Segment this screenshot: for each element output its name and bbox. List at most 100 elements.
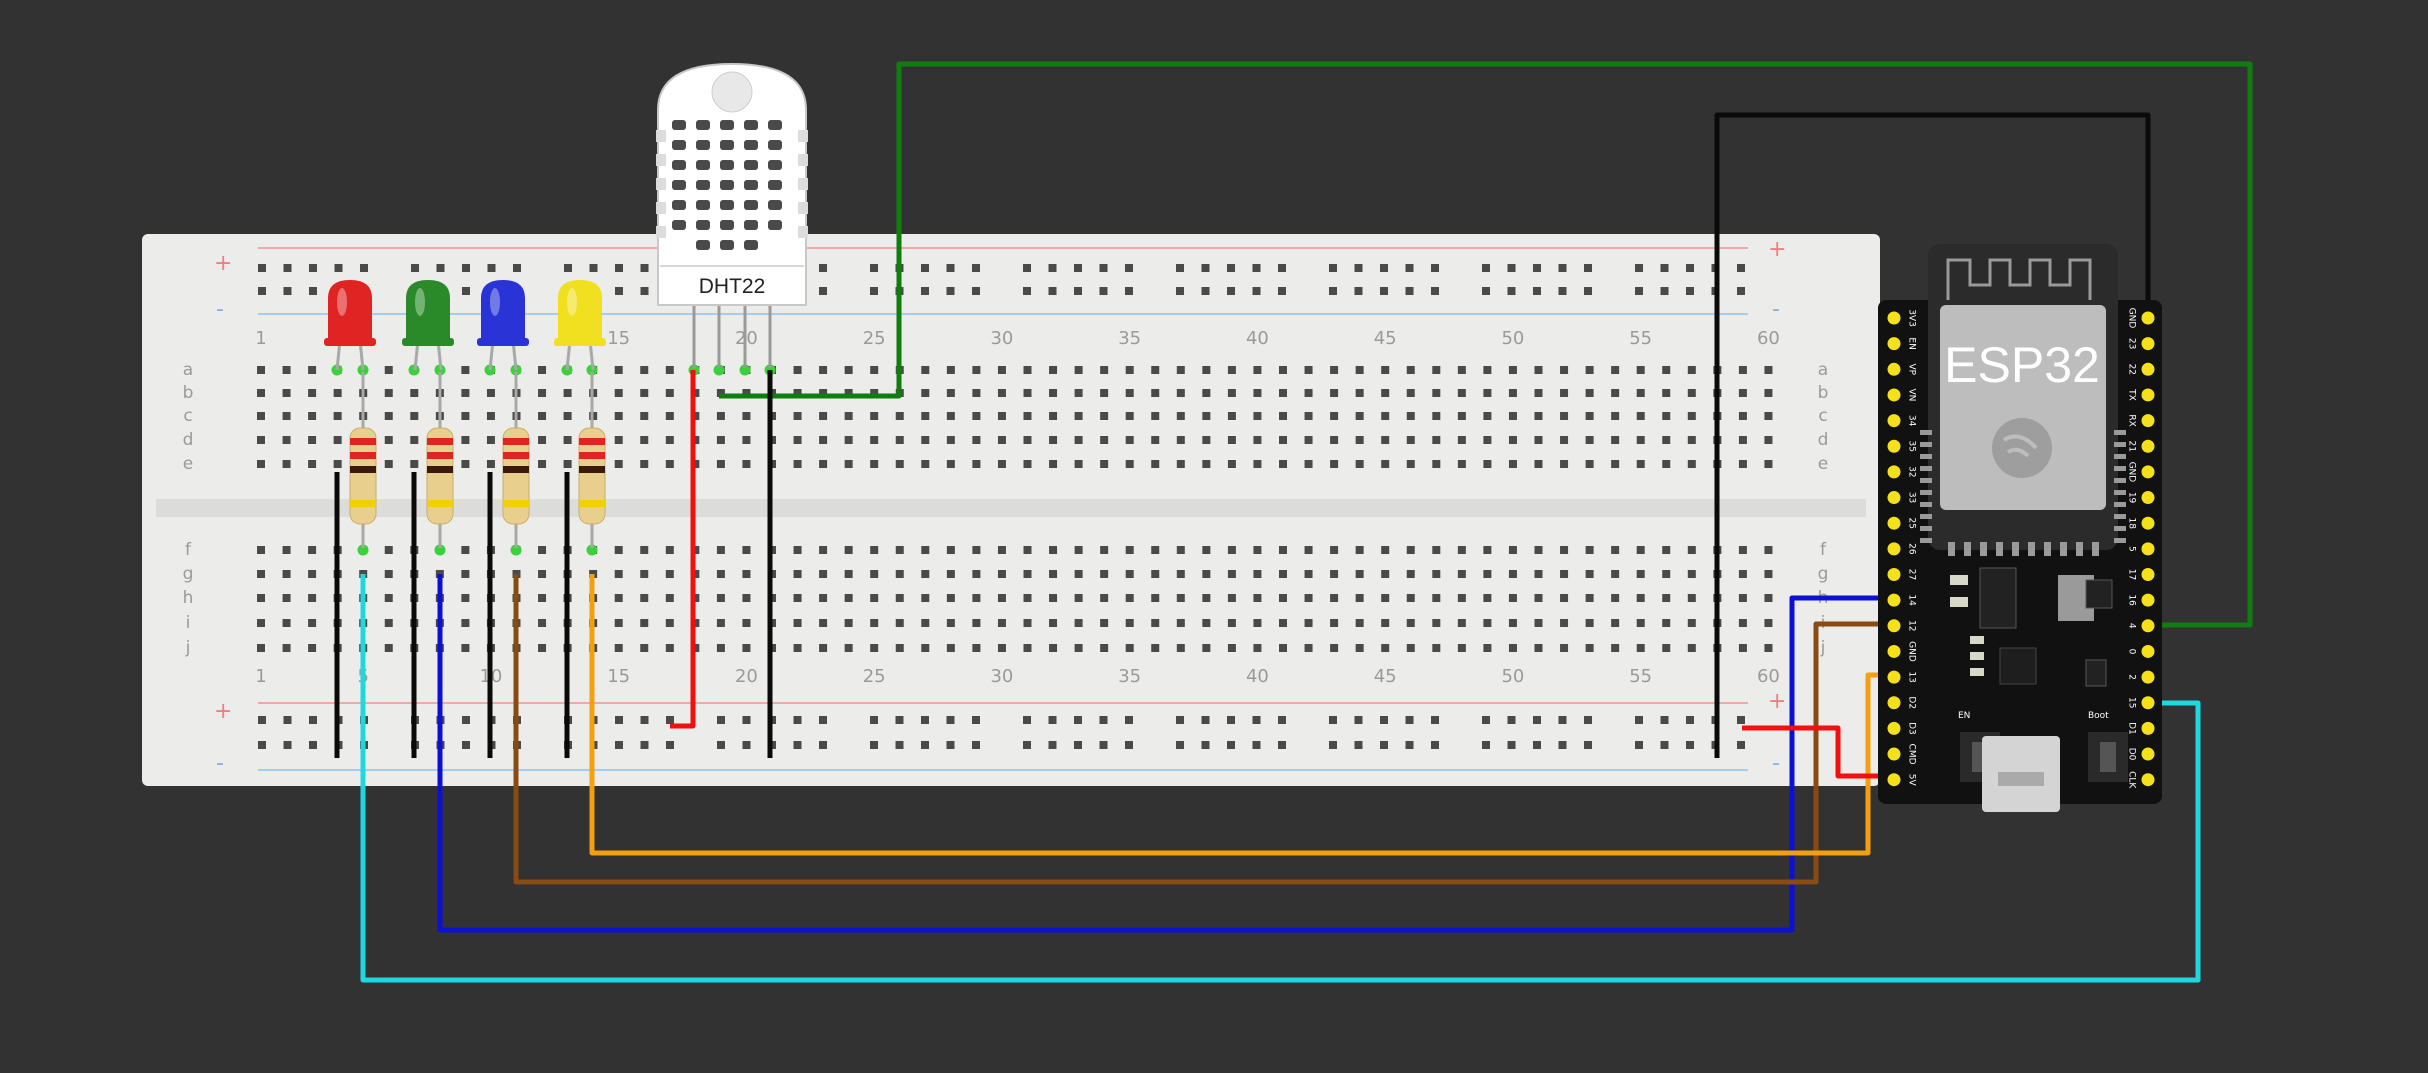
rail-hole[interactable] (742, 741, 751, 749)
breadboard-hole[interactable] (1330, 570, 1339, 578)
breadboard-hole[interactable] (844, 644, 853, 652)
breadboard-hole[interactable] (1304, 570, 1313, 578)
breadboard-hole[interactable] (1457, 594, 1466, 602)
breadboard-hole[interactable] (921, 366, 930, 374)
breadboard-hole[interactable] (1432, 594, 1441, 602)
rail-hole[interactable] (1201, 287, 1210, 295)
breadboard-hole[interactable] (665, 644, 674, 652)
breadboard-hole[interactable] (1023, 412, 1032, 420)
breadboard-hole[interactable] (257, 619, 265, 627)
breadboard-hole[interactable] (1023, 619, 1032, 627)
breadboard-hole[interactable] (1304, 594, 1313, 602)
rail-hole[interactable] (1074, 287, 1082, 295)
rail-hole[interactable] (462, 716, 470, 724)
rail-hole[interactable] (1176, 287, 1184, 295)
rail-hole[interactable] (972, 287, 980, 295)
rail-hole[interactable] (819, 741, 827, 749)
breadboard-hole[interactable] (1738, 436, 1747, 444)
breadboard-hole[interactable] (1049, 366, 1058, 374)
rail-hole[interactable] (742, 716, 751, 724)
breadboard-hole[interactable] (1125, 412, 1134, 420)
breadboard-hole[interactable] (1560, 412, 1569, 420)
breadboard-hole[interactable] (257, 644, 265, 652)
breadboard-hole[interactable] (384, 436, 393, 444)
breadboard-hole[interactable] (1457, 412, 1466, 420)
rail-hole[interactable] (1660, 287, 1669, 295)
breadboard-hole[interactable] (1049, 594, 1058, 602)
breadboard-hole[interactable] (997, 594, 1006, 602)
breadboard-hole[interactable] (1738, 644, 1747, 652)
breadboard-hole[interactable] (1176, 412, 1185, 420)
breadboard-hole[interactable] (716, 546, 725, 554)
breadboard-hole[interactable] (1534, 644, 1543, 652)
breadboard-hole[interactable] (1151, 546, 1160, 554)
breadboard-hole[interactable] (972, 570, 981, 578)
breadboard-hole[interactable] (1483, 644, 1492, 652)
breadboard-hole[interactable] (742, 436, 751, 444)
breadboard-hole[interactable] (384, 644, 393, 652)
breadboard-hole[interactable] (1227, 546, 1236, 554)
resistor[interactable] (578, 372, 606, 548)
breadboard-hole[interactable] (1432, 389, 1441, 397)
rail-hole[interactable] (1201, 741, 1210, 749)
rail-hole[interactable] (717, 716, 725, 724)
esp32-pin[interactable] (2141, 696, 2155, 710)
breadboard-hole[interactable] (308, 619, 317, 627)
breadboard-hole[interactable] (1253, 436, 1262, 444)
breadboard-hole[interactable] (1636, 389, 1645, 397)
breadboard-hole[interactable] (1483, 366, 1492, 374)
rail-hole[interactable] (462, 264, 470, 272)
breadboard-hole[interactable] (1560, 546, 1569, 554)
breadboard-hole[interactable] (1227, 389, 1236, 397)
rail-hole[interactable] (436, 264, 445, 272)
breadboard-hole[interactable] (1764, 546, 1773, 554)
breadboard-hole[interactable] (819, 389, 828, 397)
breadboard-hole[interactable] (1023, 570, 1032, 578)
rail-hole[interactable] (1048, 741, 1057, 749)
breadboard-hole[interactable] (1100, 460, 1109, 468)
rail-hole[interactable] (1558, 287, 1567, 295)
rail-hole[interactable] (1023, 741, 1031, 749)
breadboard-hole[interactable] (1151, 594, 1160, 602)
rail-hole[interactable] (258, 716, 266, 724)
breadboard-hole[interactable] (1687, 644, 1696, 652)
breadboard-hole[interactable] (819, 619, 828, 627)
breadboard-hole[interactable] (1432, 570, 1441, 578)
esp32-pin[interactable] (1887, 670, 1901, 684)
rail-hole[interactable] (640, 741, 649, 749)
breadboard-hole[interactable] (1202, 570, 1211, 578)
rail-hole[interactable] (640, 287, 649, 295)
breadboard-hole[interactable] (1176, 594, 1185, 602)
rail-hole[interactable] (666, 716, 674, 724)
breadboard-hole[interactable] (1432, 546, 1441, 554)
breadboard-hole[interactable] (1687, 594, 1696, 602)
esp32-pin[interactable] (1887, 542, 1901, 556)
rail-hole[interactable] (1252, 287, 1261, 295)
breadboard-hole[interactable] (716, 389, 725, 397)
breadboard-hole[interactable] (1330, 366, 1339, 374)
breadboard-hole[interactable] (1253, 619, 1262, 627)
rail-hole[interactable] (309, 287, 317, 295)
breadboard-hole[interactable] (1074, 570, 1083, 578)
rail-hole[interactable] (1278, 741, 1286, 749)
breadboard-hole[interactable] (384, 389, 393, 397)
rail-hole[interactable] (1227, 287, 1235, 295)
resistors[interactable] (349, 372, 606, 548)
rail-hole[interactable] (1048, 264, 1057, 272)
rail-hole[interactable] (1125, 741, 1133, 749)
breadboard-hole[interactable] (665, 389, 674, 397)
wires[interactable] (334, 61, 2253, 983)
breadboard-hole[interactable] (1279, 366, 1287, 374)
breadboard-hole[interactable] (308, 412, 317, 420)
breadboard-hole[interactable] (1738, 460, 1747, 468)
breadboard-hole[interactable] (665, 366, 674, 374)
breadboard-hole[interactable] (742, 412, 751, 420)
breadboard-hole[interactable] (793, 570, 802, 578)
breadboard-hole[interactable] (640, 412, 649, 420)
rail-hole[interactable] (946, 287, 955, 295)
breadboard-hole[interactable] (614, 594, 623, 602)
esp32-pin[interactable] (1887, 337, 1901, 351)
breadboard-hole[interactable] (1406, 594, 1415, 602)
breadboard-hole[interactable] (614, 546, 623, 554)
